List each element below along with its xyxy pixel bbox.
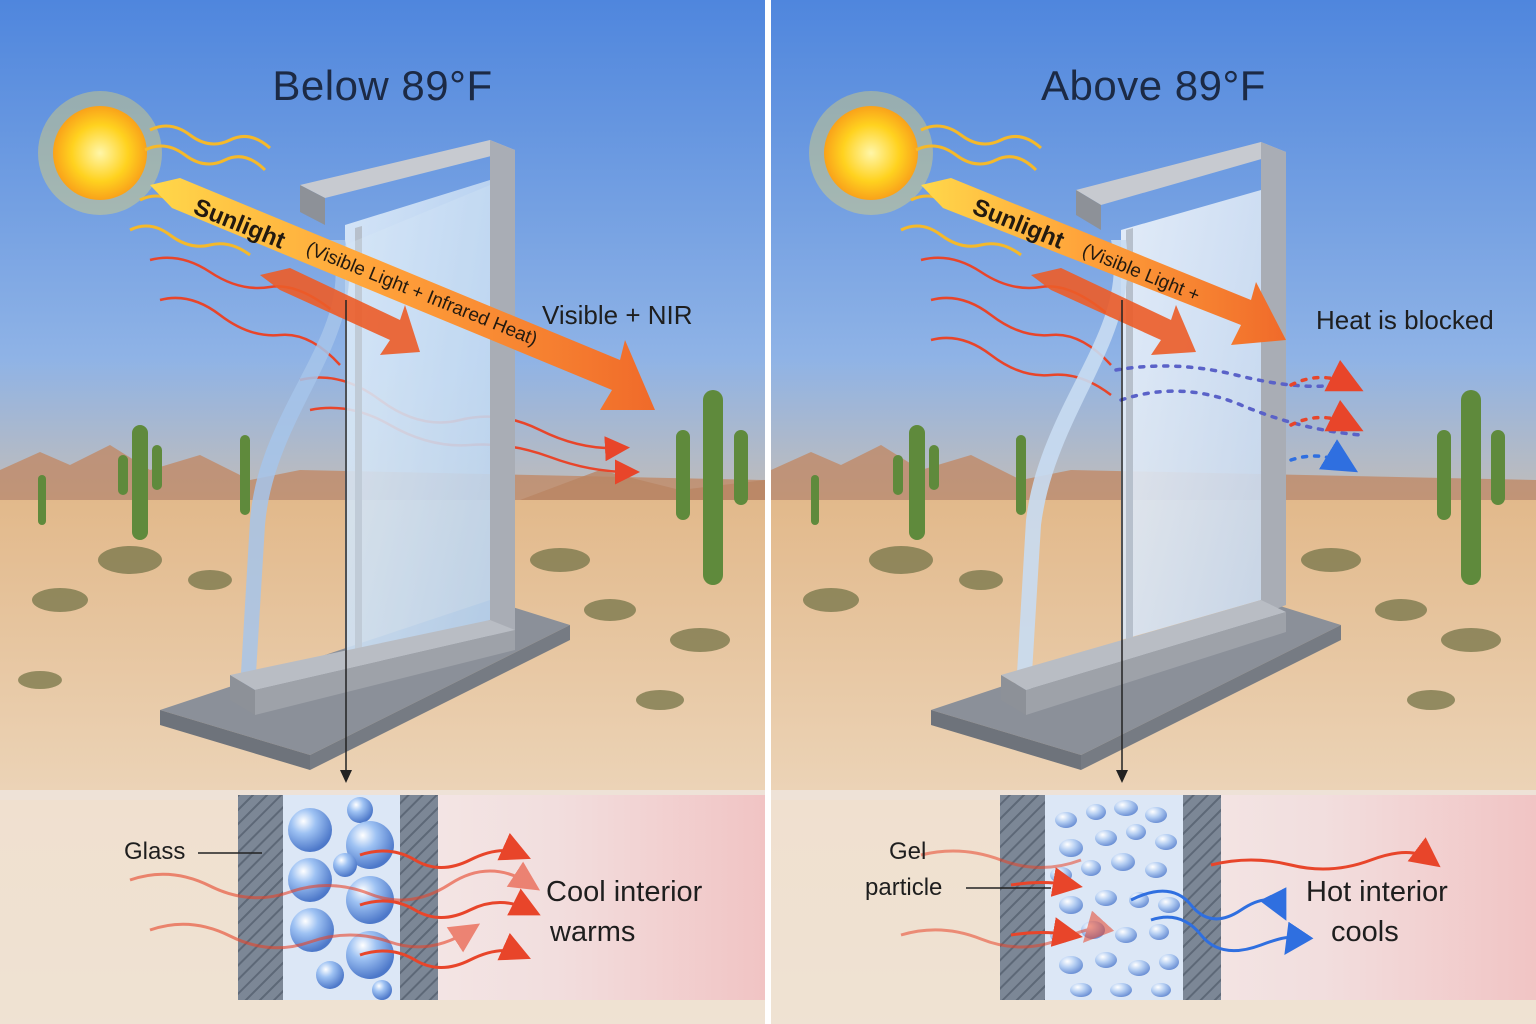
result-line2: cools [1331,916,1399,948]
heat-arrow-icon [129,832,541,969]
sunlight-band-arrow [150,178,655,410]
result-line1: Cool interior [546,876,703,908]
side-label: Heat is blocked [1316,305,1494,335]
glass-label: Glass [124,838,186,865]
shrubs [803,546,1501,710]
panel-below-89: Sunlight (Visible Light + Infrared Heat) [0,0,765,1024]
panel-title: Above 89°F [1041,62,1266,109]
cactus-icon [811,390,1505,585]
bubble-icon [288,797,394,1000]
result-line2: warms [550,916,636,948]
cactus-icon [38,390,748,585]
panel-divider [765,0,771,1024]
heat-arrow-icon [900,837,1441,955]
blocked-heat-arrows [1114,359,1364,473]
shrubs [18,546,730,710]
sun-icon [809,91,933,215]
result-line1: Hot interior [1306,876,1448,908]
sunlight-band-arrow [921,178,1286,355]
scene-left: Sunlight (Visible Light + Infrared Heat) [0,0,765,1024]
glass-layer-left [1000,795,1045,1000]
window-icon [230,140,515,715]
glass-layer-right [1183,795,1221,1000]
gel-label-line2: particle [865,874,943,901]
panel-above-89: Sunlight (Visible Light + [771,0,1536,1024]
panel-title: Below 89°F [272,62,493,109]
scene-right: Sunlight (Visible Light + [771,0,1536,1024]
side-label: Visible + NIR [542,300,693,330]
gel-label-line1: Gel [889,838,927,865]
sun-icon [38,91,162,215]
